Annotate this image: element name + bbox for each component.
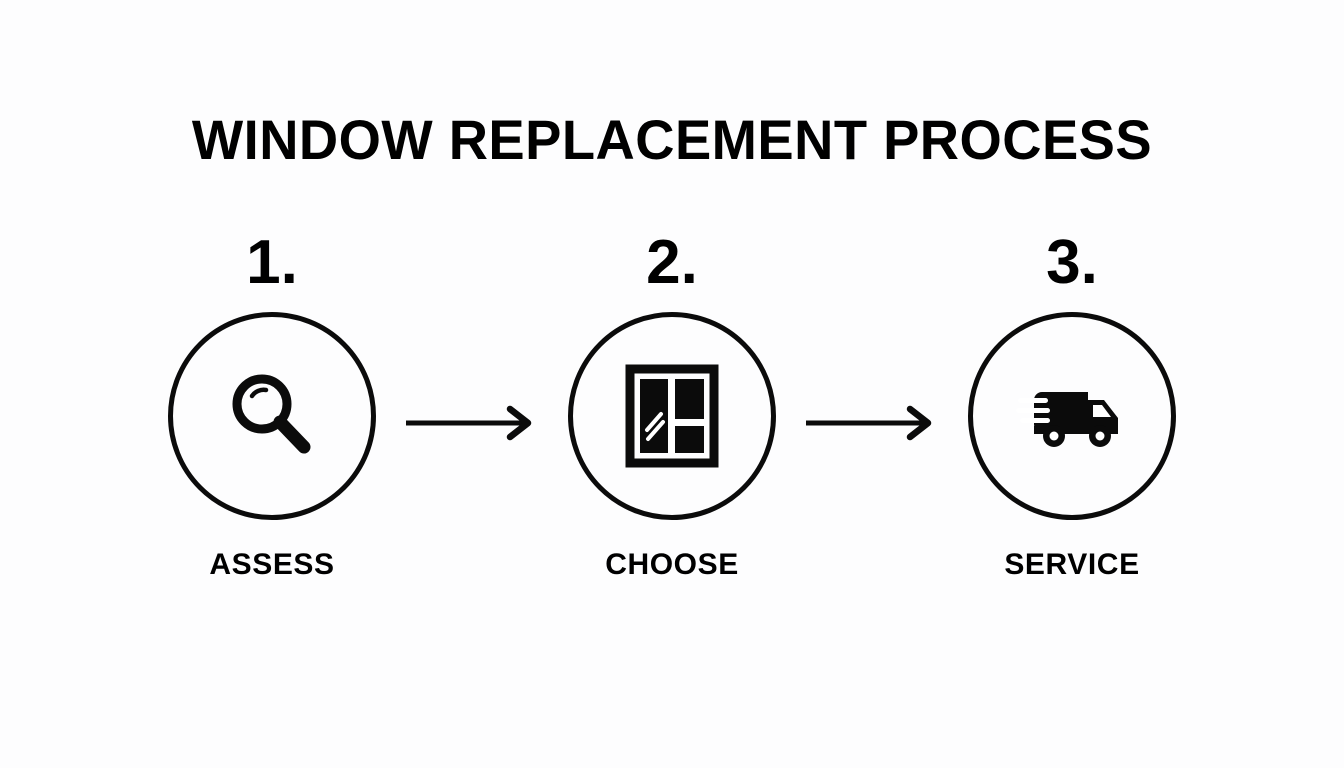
arrow-right-icon [405,403,538,448]
step-service: 3. [949,232,1195,580]
connector-1 [395,232,549,602]
step-circle-assess [168,312,376,520]
step-circle-choose [568,312,776,520]
step-label-assess: ASSESS [209,548,335,581]
page-title: WINDOW REPLACEMENT PROCESS [191,108,1153,171]
step-number-3: 3. [1046,228,1098,297]
connector-2 [795,232,949,602]
step-circle-service [968,312,1176,520]
step-assess: 1. ASSESS [149,232,395,580]
delivery-truck-icon [1016,360,1128,472]
step-number-1: 1. [246,228,298,297]
step-number-2: 2. [646,228,698,297]
step-label-choose: CHOOSE [605,548,739,581]
step-label-service: SERVICE [1004,548,1140,581]
arrow-right-icon [805,403,938,448]
magnifying-glass-icon [216,360,328,472]
step-choose: 2. [549,232,795,580]
window-icon [616,360,728,472]
process-steps: 1. ASSESS [0,232,1344,602]
